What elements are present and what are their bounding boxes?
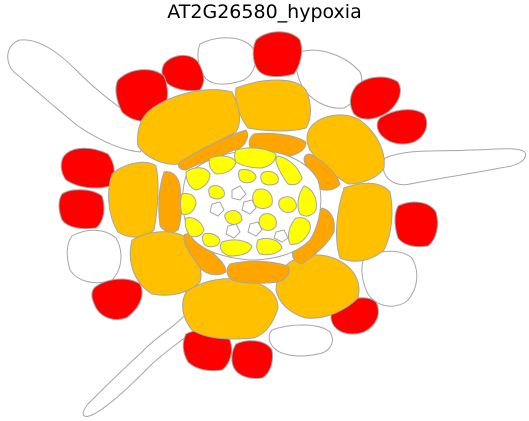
stele-cell-yellow — [180, 193, 197, 215]
stele-cell-small — [273, 229, 289, 243]
stele-cell-yellow — [260, 171, 279, 186]
cortex-cell — [275, 254, 360, 319]
cortex-cell — [182, 278, 279, 340]
stele-cell-yellow — [252, 188, 273, 209]
stele-cell-yellow — [238, 169, 257, 184]
stele-cell-yellow — [219, 239, 253, 257]
endodermis-cell — [158, 171, 182, 233]
epidermis-cell-red — [58, 189, 105, 230]
stele-cell-yellow — [184, 217, 205, 238]
stele-cell-small — [225, 223, 241, 239]
epidermis-cell-red — [91, 278, 143, 321]
stele-cell-small — [247, 221, 263, 237]
stele-cell-small — [241, 199, 257, 215]
root-hairs — [7, 39, 527, 417]
stele-cell-yellow — [208, 185, 225, 200]
epidermis-white-cells — [66, 37, 418, 357]
endodermis-cell — [177, 129, 249, 171]
stele-cell-yellow — [278, 196, 297, 213]
stele-cell-yellow — [287, 217, 311, 245]
endodermis-cell — [226, 260, 290, 284]
epidermis-cell-red — [376, 109, 428, 145]
epidermis-red-cells — [58, 31, 439, 379]
stele-cell-yellow — [234, 147, 277, 169]
root-hair-right — [382, 148, 527, 186]
stele-cell-yellow — [258, 213, 277, 231]
epidermis-cell-white — [66, 229, 122, 284]
epidermis-cell-red — [394, 201, 439, 248]
epidermis-cell-white — [295, 49, 363, 109]
epidermis-cell-white — [268, 324, 333, 357]
stele — [180, 147, 322, 261]
cortex-cell — [336, 182, 393, 262]
epidermis-cell-white — [197, 37, 257, 85]
endodermis-cells — [158, 129, 341, 284]
figure-title: AT2G26580_hypoxia — [167, 1, 362, 23]
cortex-cell — [108, 161, 159, 238]
epidermis-cell-red — [60, 147, 115, 189]
root-hair-bottom-left — [82, 315, 198, 417]
epidermis-cell-red — [161, 55, 205, 92]
epidermis-cell-red — [349, 76, 401, 120]
stele-cell-yellow — [185, 167, 211, 191]
cortex-cell — [235, 79, 311, 132]
epidermis-cell-white — [361, 250, 418, 307]
stele-cell-small — [231, 185, 247, 201]
stele-cell-yellow — [256, 237, 283, 256]
stele-cell-small — [209, 201, 225, 217]
stele-cell-yellow — [275, 155, 303, 186]
stele-cell-yellow — [297, 185, 317, 217]
epidermis-cell-red — [231, 340, 273, 379]
epidermis-cell-red — [252, 31, 303, 78]
stele-cell-yellow — [208, 155, 237, 175]
stele-cell-yellow — [202, 233, 221, 248]
